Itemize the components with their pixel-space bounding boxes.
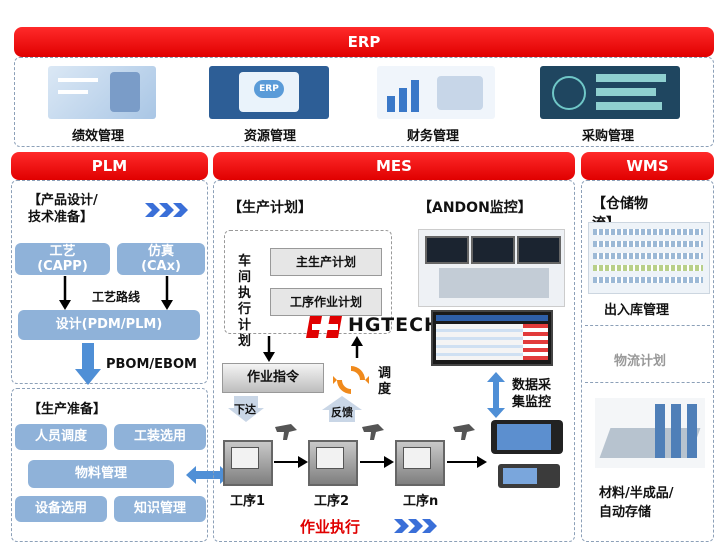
personnel-button[interactable]: 人员调度 (15, 424, 107, 450)
mes-section (213, 180, 575, 542)
process-n-label: 工序n (403, 494, 439, 509)
auto-storage-label: 材料/半成品/ 自动存储 (599, 486, 674, 520)
dispatch-cycle-icon (333, 366, 369, 394)
erp-module-resource[interactable]: 资源管理 (244, 129, 297, 144)
feedback-label: 反馈 (331, 406, 353, 419)
plm-section-top (11, 180, 208, 384)
arrow-right-icon (274, 456, 308, 468)
erp-section (14, 57, 714, 147)
handheld-image (498, 464, 560, 488)
plm-section-bottom (11, 388, 208, 542)
inout-label: 出入库管理 (604, 303, 670, 318)
knowledge-button[interactable]: 知识管理 (114, 496, 206, 522)
arrow-down-icon (75, 343, 101, 385)
finance-image (377, 66, 495, 119)
data-collect-label: 数据采 集监控 (512, 378, 552, 410)
process-1-label: 工序1 (230, 494, 266, 509)
scanner-icon (453, 424, 475, 440)
feedback-arrow-icon (322, 396, 362, 422)
arrow-down-icon (263, 336, 275, 362)
erp-module-finance[interactable]: 财务管理 (407, 129, 460, 144)
arrow-right-icon (447, 456, 487, 468)
hgtech-logo-icon (306, 316, 342, 338)
hgtech-logo-text: HGTECH (348, 314, 441, 336)
data-collect-arrow-icon (487, 372, 505, 418)
equipment-button[interactable]: 设备选用 (15, 496, 107, 522)
process-n-machine[interactable] (395, 440, 445, 486)
storage-logistics-text: 【仓储物 流】 (592, 196, 648, 222)
process-1-machine[interactable] (223, 440, 273, 486)
material-button[interactable]: 物料管理 (28, 460, 174, 488)
arrow-down-icon (161, 276, 173, 310)
wms-section (581, 180, 714, 542)
andon-label: 【ANDON监控】 (418, 200, 532, 216)
production-plan-label: 【生产计划】 (228, 200, 312, 216)
tablet-image (491, 420, 563, 454)
process-2-machine[interactable] (308, 440, 358, 486)
warehouse-image (588, 222, 710, 294)
capp-button[interactable]: 工艺 (CAPP) (15, 243, 110, 275)
auto-storage-image (595, 398, 705, 468)
andon-monitor-image (431, 310, 553, 366)
arrow-right-icon (360, 456, 394, 468)
workshop-plan-label: 车 间 执 行 计 划 (238, 254, 252, 349)
production-prep-label: 【生产准备】 (28, 402, 107, 417)
wms-title-bar: WMS (581, 152, 714, 180)
erp-screen-label: ERP (254, 80, 284, 98)
dispatch-label: 调 度 (378, 366, 392, 397)
wms-divider (585, 325, 710, 326)
master-plan-box[interactable]: 主生产计划 (270, 248, 382, 276)
process-route-label: 工艺路线 (92, 290, 141, 304)
pdm-button[interactable]: 设计(PDM/PLM) (18, 310, 200, 340)
double-arrow-icon (186, 466, 230, 484)
plm-title-bar: PLM (11, 152, 208, 180)
purchase-image (540, 66, 680, 119)
arrow-down-icon (59, 276, 71, 310)
process-plan-box[interactable]: 工序作业计划 (270, 288, 382, 316)
chevrons-right-icon (394, 519, 437, 533)
andon-screens-image (418, 229, 565, 307)
process-2-label: 工序2 (314, 494, 350, 509)
erp-module-purchase[interactable]: 采购管理 (582, 129, 635, 144)
work-execution-label: 作业执行 (300, 518, 361, 536)
wms-divider (585, 382, 710, 383)
cax-button[interactable]: 仿真 (CAx) (117, 243, 205, 275)
logistics-plan-label: 物流计划 (614, 354, 667, 369)
tooling-button[interactable]: 工装选用 (114, 424, 206, 450)
scanner-icon (362, 424, 384, 440)
erp-module-performance[interactable]: 绩效管理 (72, 129, 125, 144)
issue-arrow-icon (228, 396, 264, 422)
arrow-up-icon (351, 336, 363, 358)
product-design-label: 【产品设计/ 技术准备】 (28, 193, 98, 225)
mes-title-bar: MES (213, 152, 575, 180)
chevrons-right-icon (145, 203, 188, 217)
erp-title-bar: ERP (14, 27, 714, 57)
storage-logistics-label: 【仓储物 流】 (592, 194, 662, 222)
work-order-box[interactable]: 作业指令 (222, 363, 324, 393)
bom-label: PBOM/EBOM (106, 357, 197, 372)
issue-label: 下达 (234, 403, 256, 416)
performance-image (48, 66, 156, 119)
resource-image: ERP (209, 66, 329, 119)
scanner-icon (275, 424, 297, 440)
